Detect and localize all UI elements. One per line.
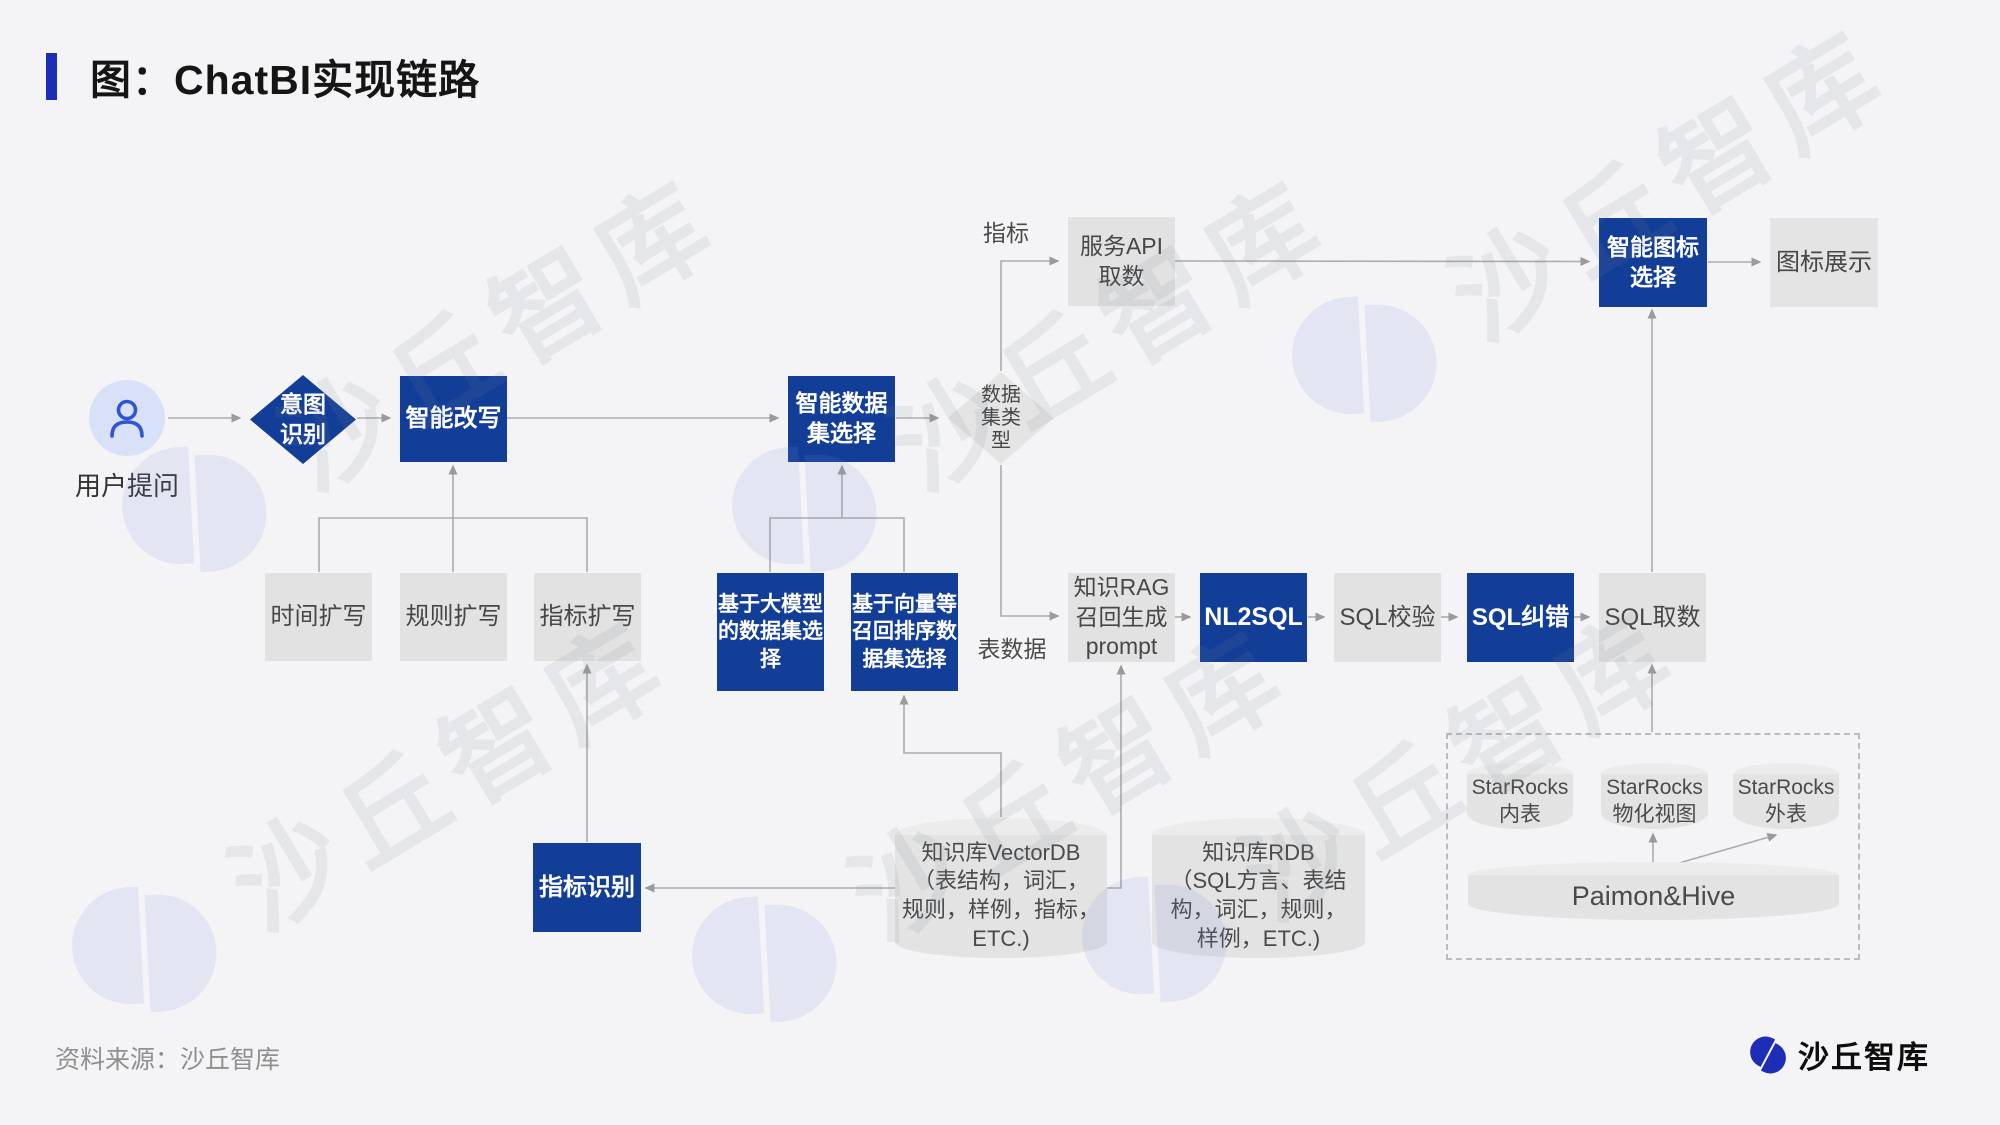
- title-accent-bar: [46, 53, 57, 100]
- source-note: 资料来源：沙丘智库: [55, 1046, 281, 1074]
- node-sql-fix: SQL纠错: [1467, 573, 1574, 662]
- node-rule-expand-label: 规则扩写: [405, 603, 502, 631]
- cylinder-vectordb-label: 知识库VectorDB （表结构，词汇， 规则，样例，指标， ETC.): [901, 839, 1100, 951]
- node-chart-display: 图标展示: [1770, 218, 1878, 307]
- node-time-expand: 时间扩写: [265, 573, 372, 661]
- node-sql-fetch-label: SQL取数: [1604, 603, 1701, 631]
- cylinder-starrocks-external-label: StarRocks 外表: [1737, 775, 1835, 826]
- node-vector-dataset-select: 基于向量等 召回排序数 据集选择: [851, 573, 958, 691]
- node-smart-dataset-select: 智能数据 集选择: [788, 376, 895, 462]
- node-metric-recognition: 指标识别: [533, 843, 641, 932]
- node-smart-chart-select: 智能图标 选择: [1599, 218, 1707, 307]
- edge-label-table-data: 表数据: [977, 636, 1047, 662]
- user-question-label: 用户提问: [74, 471, 179, 501]
- node-service-api-fetch-label: 服务API 取数: [1079, 232, 1164, 289]
- cylinder-body: [1468, 875, 1839, 920]
- cylinder-rdb: 知识库RDB （SQL方言、表结 构，词汇，规则， 样例，ETC.): [1152, 818, 1365, 958]
- page-title: 图：ChatBI实现链路: [90, 57, 481, 103]
- node-rag-prompt-label: 知识RAG 召回生成 prompt: [1073, 573, 1170, 660]
- cylinder-starrocks-mv-label: StarRocks 物化视图: [1606, 775, 1703, 826]
- cylinder-body: [1601, 774, 1708, 829]
- node-nl2sql-label: NL2SQL: [1204, 603, 1303, 632]
- brand-logo-icon: [1741, 1027, 1795, 1081]
- node-metric-recognition-label: 指标识别: [539, 873, 635, 901]
- cylinder-starrocks-internal: StarRocks 内表: [1467, 763, 1573, 829]
- node-vector-dataset-select-label: 基于向量等 召回排序数 据集选择: [852, 593, 957, 671]
- node-sql-check-label: SQL校验: [1339, 603, 1436, 631]
- cylinder-starrocks-internal-label: StarRocks 内表: [1471, 775, 1569, 826]
- cylinder-body: [1152, 835, 1365, 958]
- node-smart-dataset-select-label: 智能数据 集选择: [795, 390, 888, 446]
- node-dataset-type-label: 数据 集类 型: [981, 383, 1021, 452]
- node-smart-rewrite-label: 智能改写: [405, 405, 502, 433]
- node-llm-dataset-select-label: 基于大模型 的数据集选 择: [718, 593, 823, 671]
- cylinder-starrocks-mv: StarRocks 物化视图: [1601, 763, 1708, 829]
- cylinder-starrocks-external: StarRocks 外表: [1733, 763, 1839, 829]
- person-icon: [110, 399, 144, 438]
- node-sql-fix-label: SQL纠错: [1471, 603, 1570, 631]
- node-metric-expand: 指标扩写: [534, 573, 641, 661]
- node-sql-check: SQL校验: [1334, 573, 1441, 662]
- user-avatar: [89, 380, 165, 456]
- node-intent-recognition-label: 意图 识别: [280, 390, 326, 447]
- starrocks-group-container: [1446, 733, 1860, 960]
- node-nl2sql: NL2SQL: [1200, 573, 1307, 662]
- cylinder-paimon-hive-label: Paimon&Hive: [1571, 881, 1736, 912]
- cylinder-paimon-hive: Paimon&Hive: [1468, 862, 1839, 920]
- node-sql-fetch: SQL取数: [1599, 573, 1706, 662]
- node-metric-expand-label: 指标扩写: [539, 603, 636, 631]
- cylinder-vectordb: 知识库VectorDB （表结构，词汇， 规则，样例，指标， ETC.): [895, 818, 1107, 958]
- node-smart-rewrite: 智能改写: [400, 376, 507, 462]
- node-rule-expand: 规则扩写: [400, 573, 507, 661]
- cylinder-body: [1467, 774, 1573, 829]
- brand-logo-text: 沙丘智库: [1798, 1040, 1930, 1075]
- node-rag-prompt: 知识RAG 召回生成 prompt: [1068, 573, 1175, 662]
- cylinder-rdb-label: 知识库RDB （SQL方言、表结 构，词汇，规则， 样例，ETC.): [1170, 839, 1347, 951]
- node-chart-display-label: 图标展示: [1776, 248, 1872, 276]
- node-llm-dataset-select: 基于大模型 的数据集选 择: [717, 573, 824, 691]
- node-service-api-fetch: 服务API 取数: [1068, 217, 1175, 306]
- cylinder-body: [895, 835, 1107, 958]
- brand-logo: 沙丘智库: [1744, 1030, 1930, 1079]
- node-smart-chart-select-label: 智能图标 选择: [1607, 233, 1699, 290]
- edge-label-metric: 指标: [983, 220, 1029, 246]
- node-time-expand-label: 时间扩写: [270, 603, 367, 631]
- cylinder-body: [1733, 774, 1839, 829]
